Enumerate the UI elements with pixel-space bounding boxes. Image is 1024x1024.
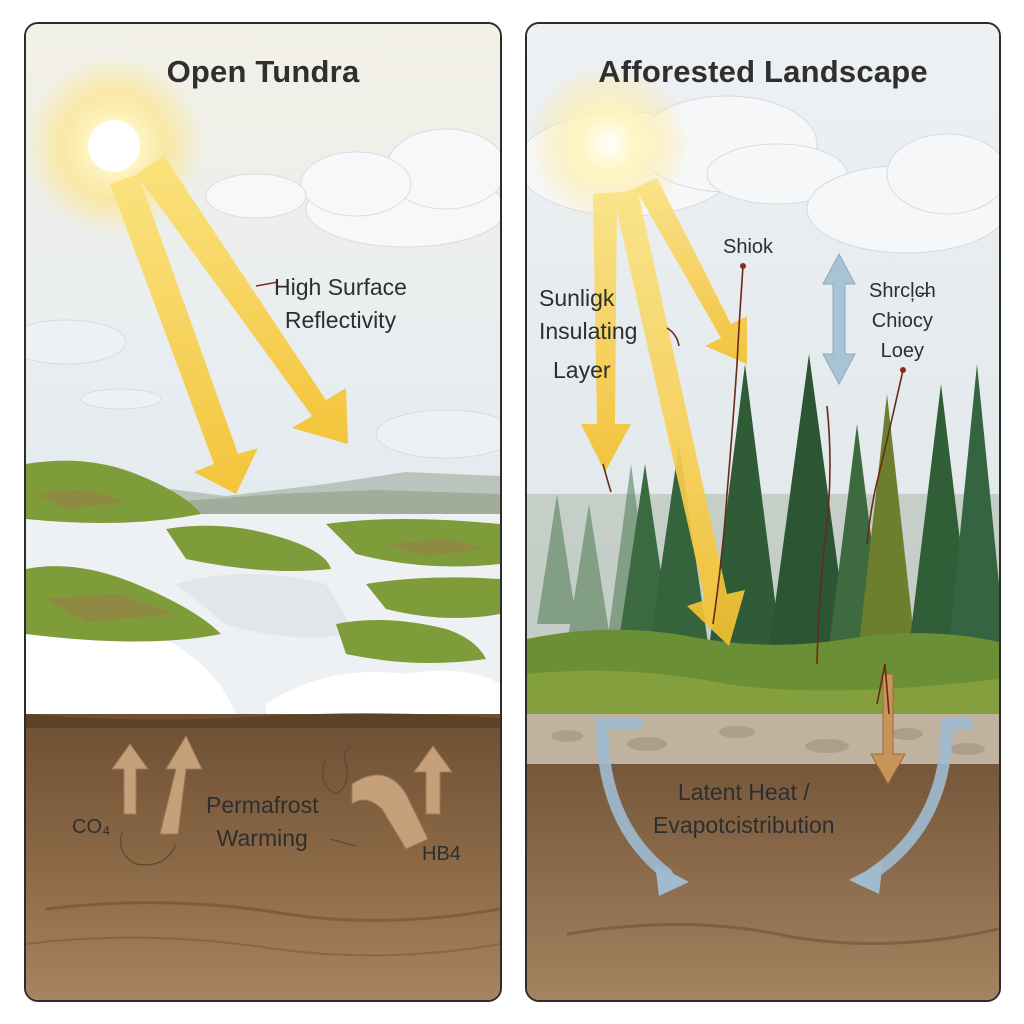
permafrost-label-line1: Permafrost	[206, 792, 319, 818]
forest-scene	[527, 24, 999, 1000]
permafrost-warming-label: Permafrost Warming	[206, 789, 318, 855]
reflectivity-label: High Surface Reflectivity	[274, 271, 407, 337]
latent-heat-label: Latent Heat / Evapotcistribution	[653, 776, 835, 842]
exchange-arrow	[822, 252, 856, 386]
canopy-label-line2: Chiocy	[871, 310, 933, 332]
gas-arrows	[111, 734, 453, 850]
cloud-right	[205, 128, 500, 248]
latent-heat-label-line2: Evapotcistribution	[653, 812, 835, 838]
shiok-label: Shiok	[723, 236, 774, 258]
canopy-label-line1: Shrcl̦c̶h	[869, 280, 936, 302]
sunlight-label-line3: Layer	[553, 357, 611, 383]
open-tundra-title: Open Tundra	[166, 54, 360, 89]
heat-down-arrow	[870, 673, 906, 786]
open-tundra-panel: Open Tundra High Surface Reflectivity Pe…	[24, 22, 502, 1002]
canopy-label-line3: Loey	[880, 340, 925, 362]
reflectivity-label-line1: High Surface	[274, 274, 407, 300]
co2-label: CO₄	[72, 816, 111, 838]
latent-heat-label-line1: Latent Heat /	[677, 779, 810, 805]
sunlight-label-line1: Sunligk	[539, 285, 615, 311]
sun-ray-arrows	[581, 178, 747, 646]
afforested-landscape-panel: Afforested Landscape Sunligk Insulating …	[525, 22, 1001, 1002]
ch4-label: HB4	[422, 843, 461, 865]
tundra-scene	[26, 24, 500, 1000]
sun-ray-arrows	[110, 156, 348, 494]
afforested-landscape-title: Afforested Landscape	[598, 54, 928, 89]
sunlight-insulating-layer-label: Sunligk Insulating Layer	[539, 282, 637, 387]
canopy-layer-label: Shrcl̦c̶h Chiocy Loey	[869, 276, 936, 366]
conifer-trees	[617, 354, 999, 664]
circulation-arrows	[595, 718, 973, 880]
sunlight-label-line2: Insulating	[539, 318, 638, 344]
reflectivity-label-line2: Reflectivity	[284, 307, 397, 333]
permafrost-label-line2: Warming	[216, 825, 308, 851]
